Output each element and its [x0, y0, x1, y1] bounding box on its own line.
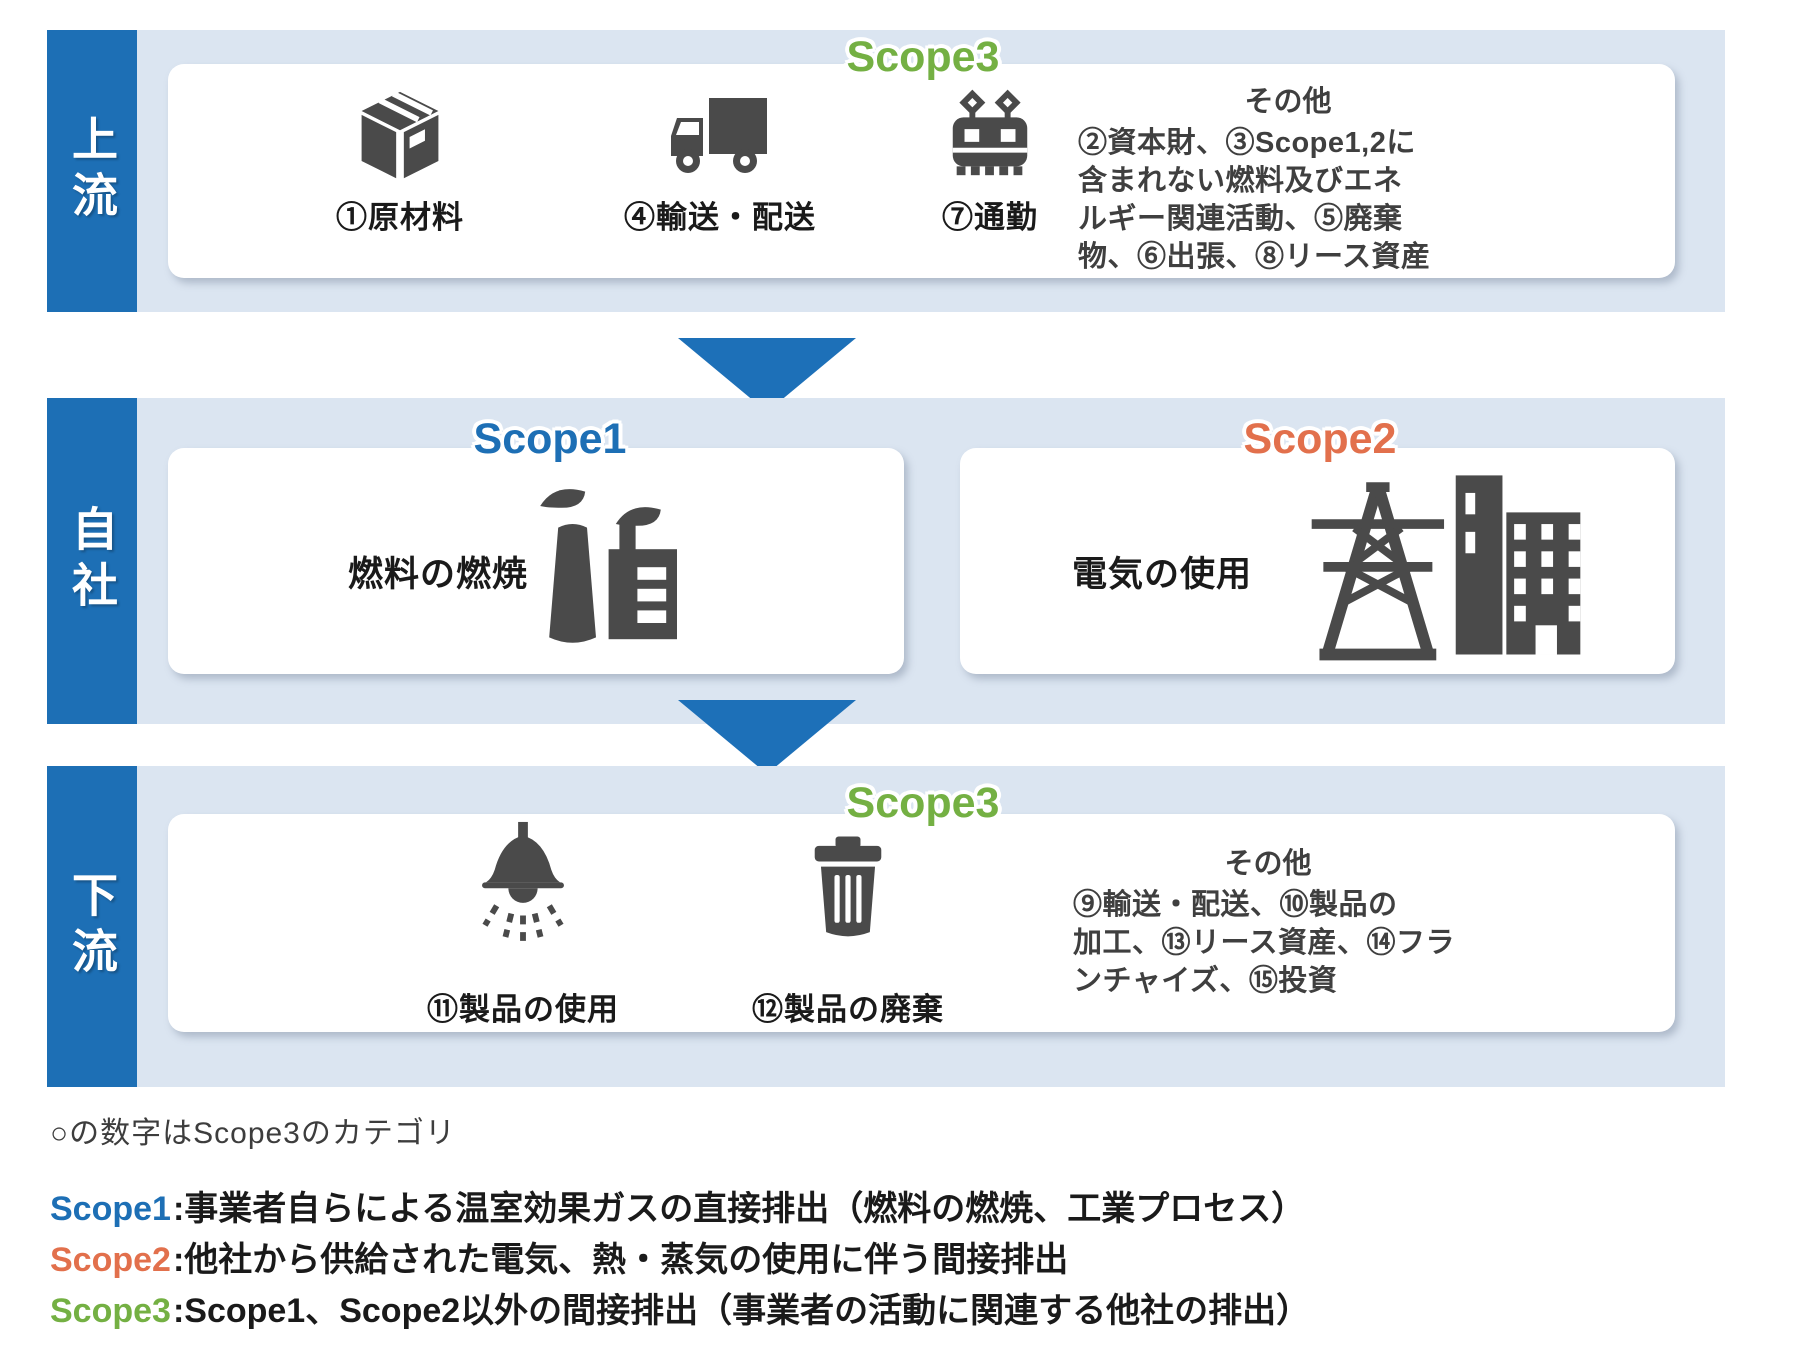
upstream-band: 上流 Scope3 ①原材料 — [47, 30, 1725, 312]
downstream-scope3-title: Scope3 — [846, 779, 1000, 827]
trash-can-icon — [718, 820, 978, 976]
fuel-combustion-label: 燃料の燃焼 — [348, 555, 529, 594]
train-icon — [860, 80, 1120, 184]
other-body: ②資本財、③Scope1,2に 含まれない燃料及びエネ ルギー関連活動、⑤廃棄 … — [1078, 127, 1431, 273]
product-use-item: ⑪製品の使用 — [393, 820, 653, 1029]
legend: Scope1:事業者自らによる温室効果ガスの直接排出（燃料の燃焼、工業プロセス）… — [50, 1184, 1310, 1337]
legend-scope3-text: :Scope1、Scope2以外の間接排出（事業者の活動に関連する他社の排出） — [172, 1292, 1311, 1330]
power-grid-building-icon — [1300, 464, 1592, 662]
scope1-card: Scope1 燃料の燃焼 — [168, 418, 904, 674]
legend-scope3-label: Scope3 — [50, 1292, 171, 1330]
downstream-scope3-card: Scope3 — [168, 782, 1675, 1032]
item-label: ④輸送・配送 — [624, 200, 816, 235]
scope2-title: Scope2 — [1243, 415, 1397, 463]
factory-icon — [515, 470, 695, 650]
raw-materials-item: ①原材料 — [270, 80, 530, 237]
upstream-band-label: 上流 — [47, 30, 137, 312]
upstream-other-categories: その他 ②資本財、③Scope1,2に 含まれない燃料及びエネ ルギー関連活動、… — [1078, 78, 1498, 276]
legend-scope1-text: :事業者自らによる温室効果ガスの直接排出（燃料の燃焼、工業プロセス） — [172, 1190, 1306, 1228]
legend-scope1-row: Scope1:事業者自らによる温室効果ガスの直接排出（燃料の燃焼、工業プロセス） — [50, 1184, 1310, 1235]
truck-icon — [590, 80, 850, 184]
legend-scope3-row: Scope3:Scope1、Scope2以外の間接排出（事業者の活動に関連する他… — [50, 1286, 1310, 1337]
legend-scope1-label: Scope1 — [50, 1190, 171, 1228]
item-label: ⑫製品の廃棄 — [752, 992, 944, 1027]
other-title: その他 — [1244, 86, 1332, 118]
company-band: 自社 Scope1 燃料の燃焼 — [47, 398, 1725, 724]
legend-scope2-text: :他社から供給された電気、熱・蒸気の使用に伴う間接排出 — [172, 1241, 1069, 1279]
downstream-band: 下流 Scope3 — [47, 766, 1725, 1087]
downstream-other-categories: その他 ⑨輸送・配送、⑩製品の 加工、⑬リース資産、⑭フラ ンチャイズ、⑮投資 — [1073, 840, 1463, 1000]
pendant-lamp-icon — [393, 820, 653, 976]
commuting-item: ⑦通勤 — [860, 80, 1120, 237]
legend-scope2-label: Scope2 — [50, 1241, 171, 1279]
scope1-title: Scope1 — [473, 415, 627, 463]
transport-delivery-item: ④輸送・配送 — [590, 80, 850, 237]
upstream-scope3-card: Scope3 ①原材料 — [168, 36, 1675, 278]
upstream-scope3-title: Scope3 — [846, 33, 1000, 81]
company-band-label: 自社 — [47, 398, 137, 724]
electricity-use-label: 電気の使用 — [1072, 555, 1253, 594]
scope2-card: Scope2 電気の使用 — [960, 418, 1675, 674]
footnote: ○の数字はScope3のカテゴリ — [50, 1117, 456, 1150]
downstream-band-label: 下流 — [47, 766, 137, 1087]
other-body: ⑨輸送・配送、⑩製品の 加工、⑬リース資産、⑭フラ ンチャイズ、⑮投資 — [1073, 889, 1456, 997]
product-disposal-item: ⑫製品の廃棄 — [718, 820, 978, 1029]
item-label: ⑦通勤 — [942, 200, 1038, 235]
item-label: ⑪製品の使用 — [427, 992, 619, 1027]
down-arrow-2 — [678, 700, 856, 774]
item-label: ①原材料 — [336, 200, 464, 235]
legend-scope2-row: Scope2:他社から供給された電気、熱・蒸気の使用に伴う間接排出 — [50, 1235, 1310, 1286]
package-icon — [270, 80, 530, 184]
other-title: その他 — [1224, 848, 1312, 880]
